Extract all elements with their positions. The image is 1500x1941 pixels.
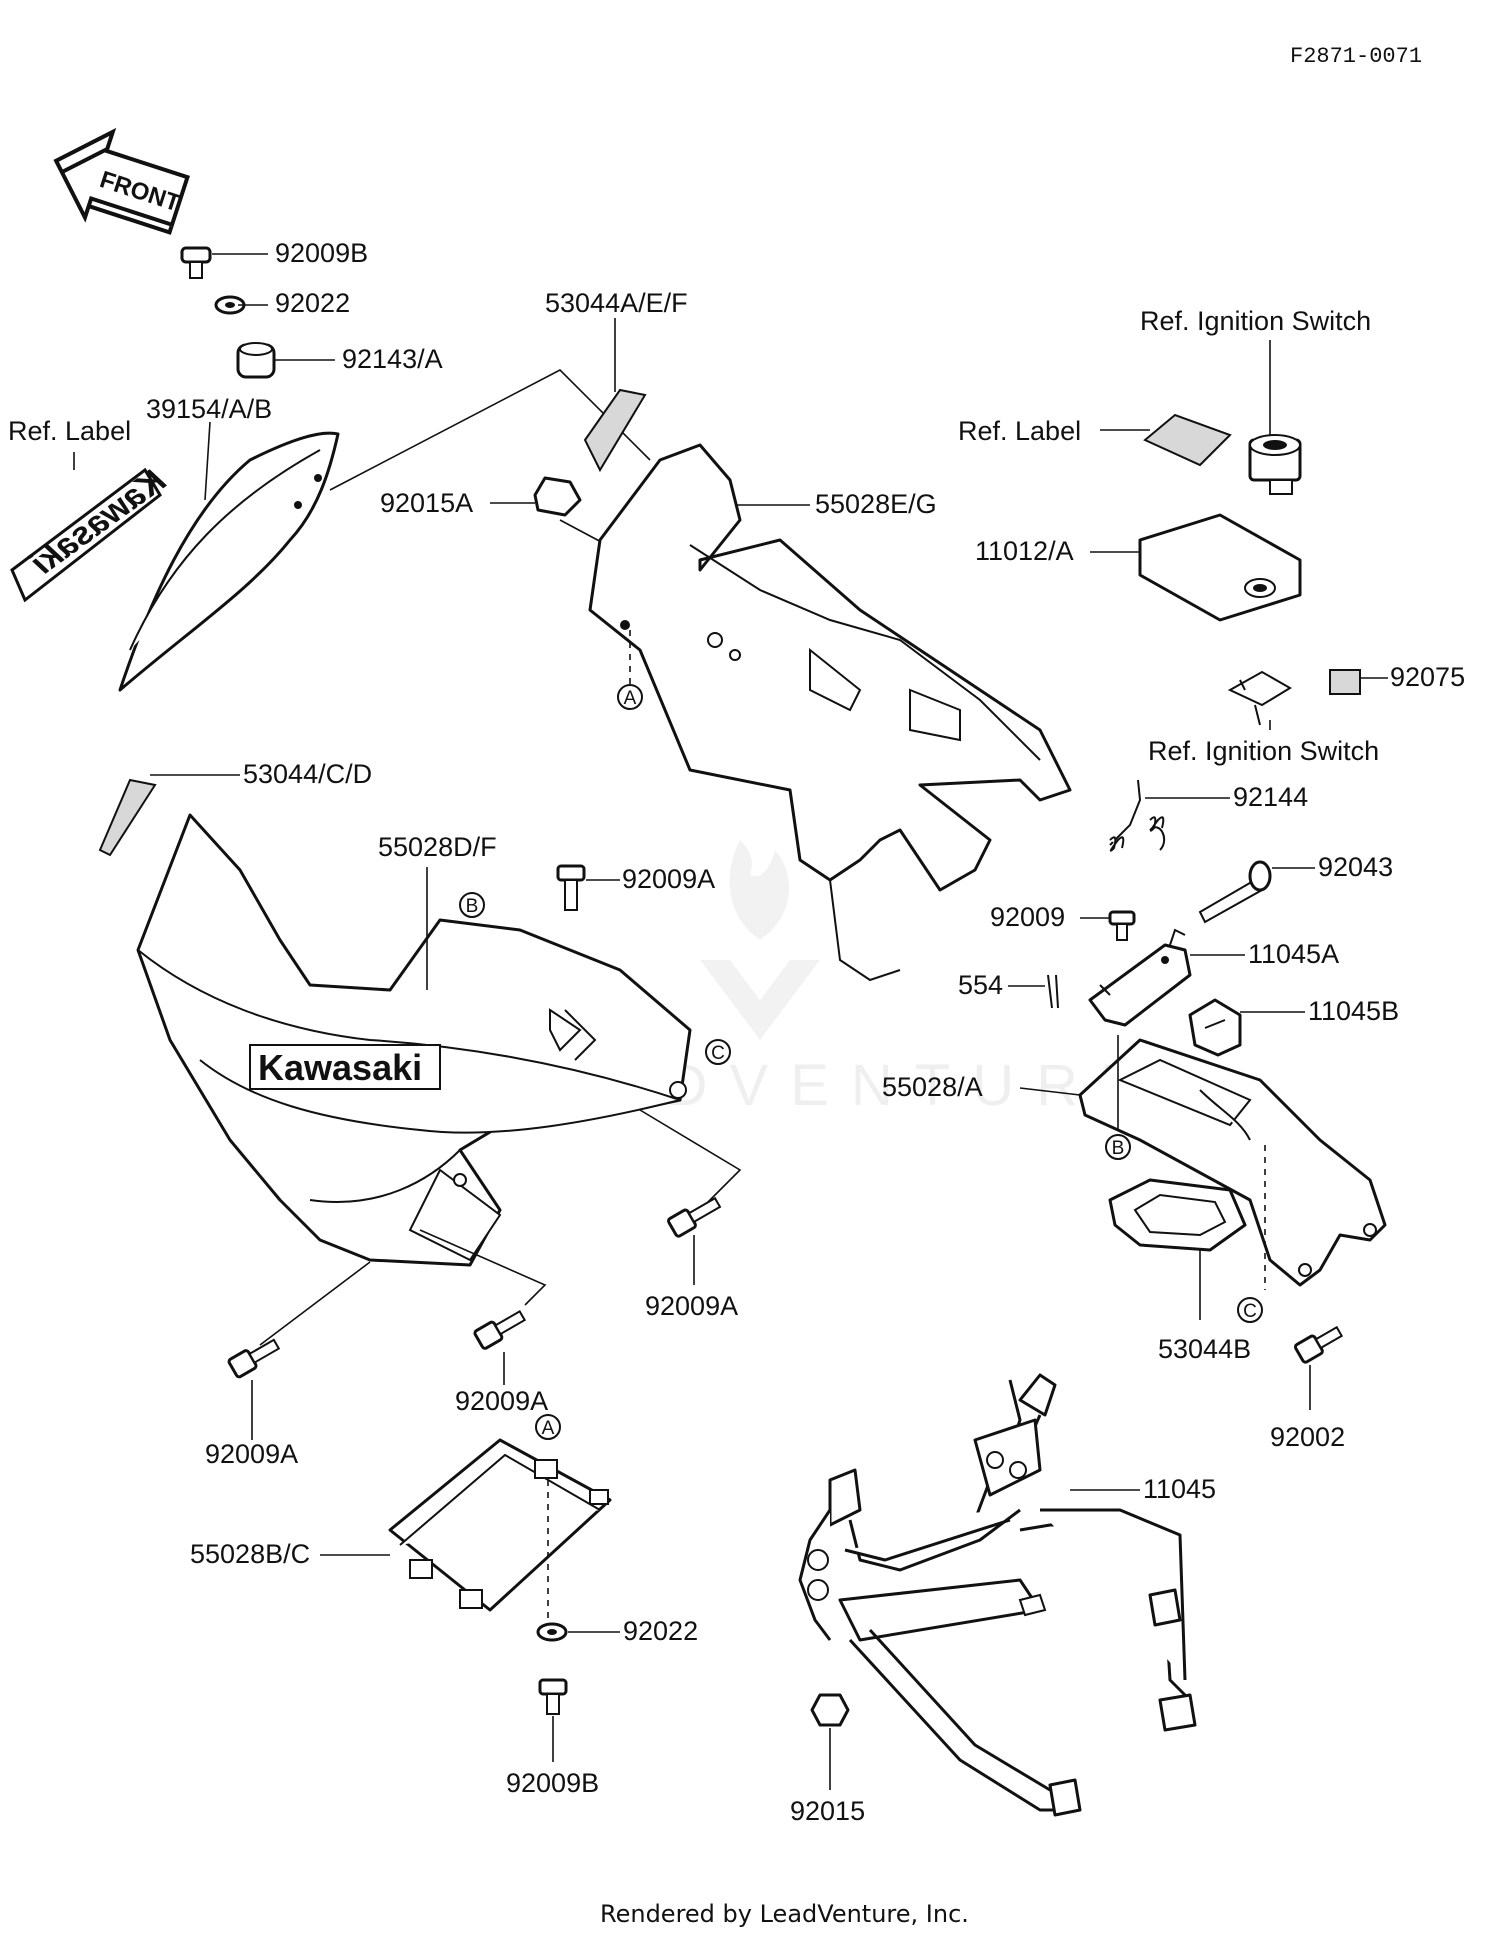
- label-92002: 92002: [1270, 1422, 1345, 1452]
- label-92144: 92144: [1233, 782, 1308, 812]
- ignition-switch-icon: [1248, 434, 1302, 495]
- trim-53044aef-icon: [583, 388, 647, 473]
- marker-b-fairing: B: [466, 896, 479, 917]
- label-92015a: 92015A: [380, 488, 473, 518]
- grommet-92143-icon: [236, 342, 276, 379]
- nut-92015-icon: [810, 1693, 850, 1727]
- mirror-decal-text: Kawasaki: [23, 461, 172, 584]
- label-ref-label-left: Ref. Label: [8, 416, 131, 446]
- clip-92015a-icon: [533, 476, 582, 517]
- label-11012a: 11012/A: [975, 536, 1074, 566]
- ref-label-decal-left-icon: Kawasaki: [10, 461, 172, 603]
- footer-credit: Rendered by LeadVenture, Inc.: [600, 1900, 969, 1928]
- label-92009b-bottom: 92009B: [506, 1768, 599, 1798]
- marker-a-upper: A: [624, 688, 637, 709]
- label-ref-ign-bottom: Ref. Ignition Switch: [1148, 736, 1379, 766]
- bolt-92009a-center-icon: [473, 1310, 527, 1350]
- bolt-92002-icon: [1293, 1325, 1344, 1364]
- label-92022-bottom: 92022: [623, 1616, 698, 1646]
- kawasaki-logo-text: Kawasaki: [258, 1047, 422, 1088]
- label-92009a-top: 92009A: [622, 864, 715, 894]
- pin-554-icon: [1047, 974, 1059, 1009]
- stay-bracket-11045-icon: [798, 1373, 1197, 1817]
- marker-c-fairing: C: [711, 1043, 725, 1064]
- front-arrow-icon: FRONT: [53, 127, 190, 235]
- label-11045: 11045: [1143, 1474, 1216, 1504]
- label-92009a-center: 92009A: [455, 1386, 548, 1416]
- label-554: 554: [958, 970, 1003, 1000]
- screw-92009-icon: [1108, 910, 1136, 941]
- upper-cowl-55028eg-icon: [588, 443, 1072, 982]
- label-11045a: 11045A: [1248, 939, 1339, 969]
- bolt-92009b-bottom-icon: [538, 1678, 568, 1715]
- label-55028bc: 55028B/C: [190, 1539, 310, 1569]
- bolt-92009a-mid-icon: [667, 1196, 722, 1238]
- latch-11045a-icon: [1088, 928, 1192, 1027]
- label-55028eg: 55028E/G: [815, 489, 937, 519]
- pin-92043-icon: [1198, 860, 1272, 924]
- windshield-39154-icon: [118, 431, 340, 692]
- washer-92022-bottom-icon: [536, 1622, 568, 1642]
- washer-92022-top-icon: [214, 295, 246, 315]
- doc-code: F2871-0071: [1290, 44, 1422, 69]
- bolt-92009a-top-icon: [556, 864, 586, 911]
- contact-switch-icon: [1227, 670, 1292, 726]
- tray-55028a-icon: [1078, 1038, 1387, 1287]
- bolt-92009a-left-icon: [227, 1338, 281, 1379]
- label-ref-label-right: Ref. Label: [958, 416, 1081, 446]
- marker-b-tray: B: [1112, 1138, 1125, 1159]
- label-53044aef: 53044A/E/F: [545, 288, 688, 318]
- grommet-53044b-icon: [1108, 1178, 1247, 1252]
- label-92009a-left: 92009A: [205, 1439, 298, 1469]
- ref-label-right-icon: [1143, 413, 1232, 467]
- bolt-92009b-top-icon: [180, 246, 212, 279]
- label-92009a-mid: 92009A: [645, 1291, 738, 1321]
- label-92043: 92043: [1318, 852, 1393, 882]
- marker-a-panel: A: [542, 1418, 555, 1439]
- spring-92144-icon: [1109, 779, 1166, 852]
- label-55028df: 55028D/F: [378, 832, 497, 862]
- trim-53044cd-icon: [98, 778, 157, 857]
- label-55028a: 55028/A: [882, 1072, 983, 1102]
- lower-fairing-55028df-icon: Kawasaki: [136, 813, 692, 1267]
- cover-11012a-icon: [1138, 513, 1302, 622]
- label-92009b-top: 92009B: [275, 238, 368, 268]
- block-11045b-icon: [1188, 998, 1242, 1057]
- label-53044b: 53044B: [1158, 1334, 1251, 1364]
- label-92009: 92009: [990, 902, 1065, 932]
- pad-92075-icon: [1329, 669, 1361, 695]
- label-39154: 39154/A/B: [146, 394, 272, 424]
- label-ref-ign-top: Ref. Ignition Switch: [1140, 306, 1371, 336]
- label-53044cd: 53044/C/D: [243, 759, 372, 789]
- label-92022-top: 92022: [275, 288, 350, 318]
- kawasaki-logo: Kawasaki: [249, 1044, 441, 1090]
- label-11045b: 11045B: [1308, 996, 1399, 1026]
- label-92015: 92015: [790, 1796, 865, 1826]
- panel-55028bc-icon: [388, 1438, 612, 1612]
- label-92143a: 92143/A: [342, 344, 443, 374]
- label-92075: 92075: [1390, 662, 1465, 692]
- marker-c-tray: C: [1243, 1301, 1257, 1322]
